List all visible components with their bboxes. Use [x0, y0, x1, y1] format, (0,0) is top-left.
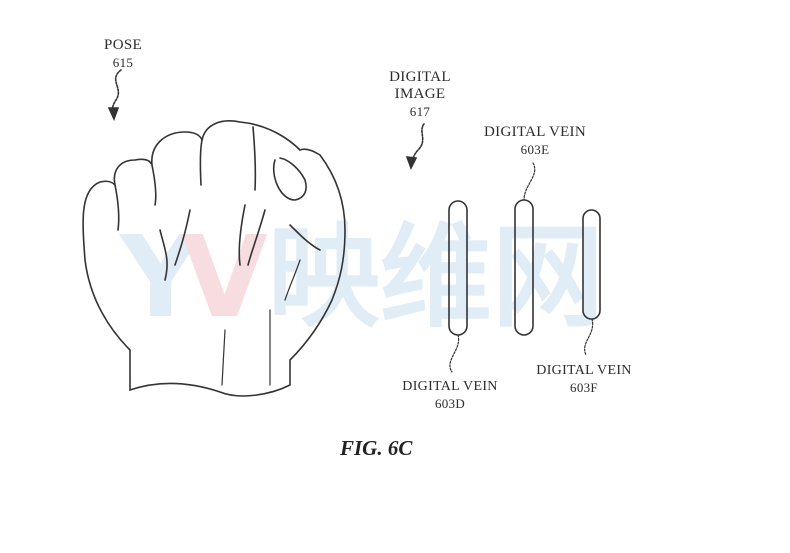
- pose-label: POSE 615: [93, 37, 153, 71]
- vein-603e-ref: 603E: [520, 142, 550, 157]
- pose-title: POSE: [104, 37, 142, 53]
- vein-603d-title: DIGITAL VEIN: [402, 379, 498, 394]
- vein-603d-ref: 603D: [434, 396, 466, 411]
- vein-603f-ref: 603F: [570, 380, 598, 395]
- digital-image-label: DIGITAL IMAGE 617: [370, 69, 470, 120]
- vein-603e-leader: [523, 162, 536, 201]
- pose-arrowhead: [107, 107, 120, 122]
- vein-603f-label: DIGITAL VEIN 603F: [519, 362, 649, 396]
- digital-image-arrowhead: [405, 156, 418, 171]
- vein-603d-label: DIGITAL VEIN 603D: [385, 378, 515, 412]
- vein-603d-leader: [449, 334, 460, 373]
- vein-603f-leader: [584, 318, 594, 356]
- vein-603e-title: DIGITAL VEIN: [484, 124, 586, 140]
- digital-image-title-2: IMAGE: [394, 86, 446, 102]
- vein-603e-label: DIGITAL VEIN 603E: [460, 124, 610, 158]
- digital-image-ref: 617: [409, 104, 431, 119]
- pose-ref: 615: [112, 55, 134, 70]
- vein-603f-title: DIGITAL VEIN: [536, 363, 632, 378]
- digital-vein-603d-shape: [448, 200, 468, 336]
- digital-image-title-1: DIGITAL: [389, 69, 451, 85]
- watermark-logo: YV映维网: [120, 213, 604, 343]
- digital-image-leader-arrow: [411, 123, 425, 163]
- digital-vein-603e-shape: [514, 199, 534, 336]
- fist-drawing: [82, 120, 346, 397]
- digital-vein-603f-shape: [582, 209, 601, 320]
- figure-caption: FIG. 6C: [340, 436, 413, 460]
